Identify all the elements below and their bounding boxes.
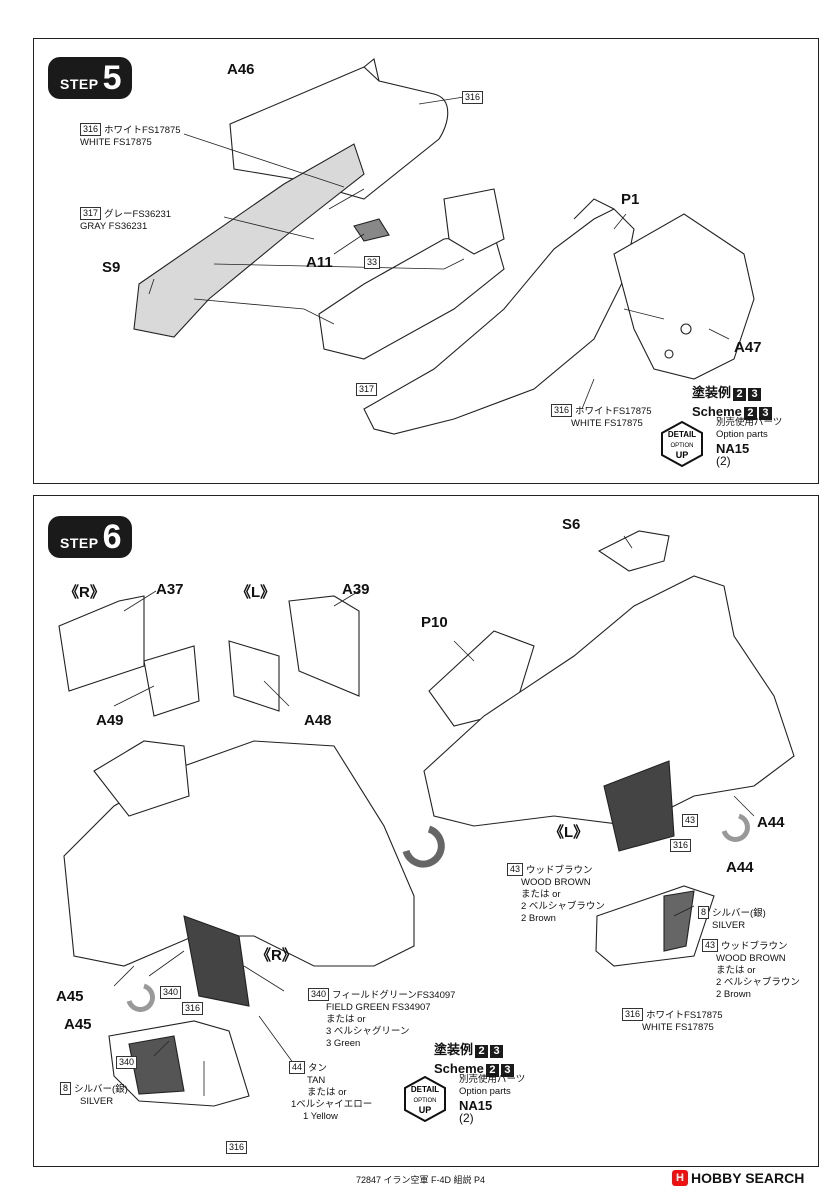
step-6-panel: STEP 6: [33, 495, 819, 1167]
part-a45: A45: [56, 988, 84, 1005]
part-a44: A44: [757, 814, 785, 831]
detail-up-badge: DETAIL OPTION UP: [661, 421, 703, 467]
part-a45-detail: A45: [64, 1016, 92, 1033]
svg-text:UP: UP: [676, 450, 689, 460]
side-r-top: 《R》: [64, 584, 105, 601]
code-340: 340: [160, 986, 182, 999]
code-316-b: 316: [182, 1002, 204, 1015]
code-317: 317: [356, 383, 378, 396]
code-340-b: 340: [116, 1056, 138, 1069]
part-a11: A11: [306, 254, 333, 271]
svg-text:DETAIL: DETAIL: [411, 1085, 439, 1094]
part-a47: A47: [734, 339, 762, 356]
code-33: 33: [364, 256, 381, 269]
svg-text:DETAIL: DETAIL: [668, 430, 696, 439]
step-5-drawing: [133, 58, 755, 435]
step-6-drawing: [58, 530, 795, 1107]
hobby-search-logo-icon: H: [672, 1170, 688, 1186]
part-a39: A39: [342, 581, 370, 598]
side-l-mid: 《L》: [549, 824, 589, 841]
option-parts-text-6: 別売使用パーツ Option parts NA15 (2): [459, 1074, 526, 1125]
page-footer: 72847 イラン空軍 F-4D 組説 P4: [356, 1175, 486, 1185]
step-6-badge: STEP 6: [48, 516, 132, 558]
part-a49: A49: [96, 712, 124, 729]
side-l-top: 《L》: [236, 584, 276, 601]
step-5-badge: STEP 5: [48, 57, 132, 99]
part-p10: P10: [421, 614, 448, 631]
part-a46: A46: [227, 61, 255, 78]
part-a44-detail: A44: [726, 859, 754, 876]
part-p1: P1: [621, 191, 640, 208]
part-s6: S6: [562, 516, 581, 533]
svg-text:OPTION: OPTION: [670, 443, 693, 449]
part-a37: A37: [156, 581, 184, 598]
hobby-search-watermark: H HOBBY SEARCH: [672, 1170, 804, 1186]
part-a48: A48: [304, 712, 332, 729]
code-316-top: 316: [462, 91, 484, 104]
code-43: 43: [682, 814, 699, 827]
step-5-panel: STEP 5: [33, 38, 819, 484]
svg-text:OPTION: OPTION: [413, 1098, 436, 1104]
svg-text:UP: UP: [419, 1105, 432, 1115]
side-r-mid: 《R》: [256, 947, 297, 964]
option-parts-text: 別売使用パーツ Option parts NA15 (2): [716, 417, 783, 468]
code-316-a: 316: [670, 839, 692, 852]
part-s9: S9: [102, 259, 121, 276]
code-316-c: 316: [226, 1141, 248, 1154]
detail-up-badge-6: DETAIL OPTION UP: [404, 1076, 446, 1122]
